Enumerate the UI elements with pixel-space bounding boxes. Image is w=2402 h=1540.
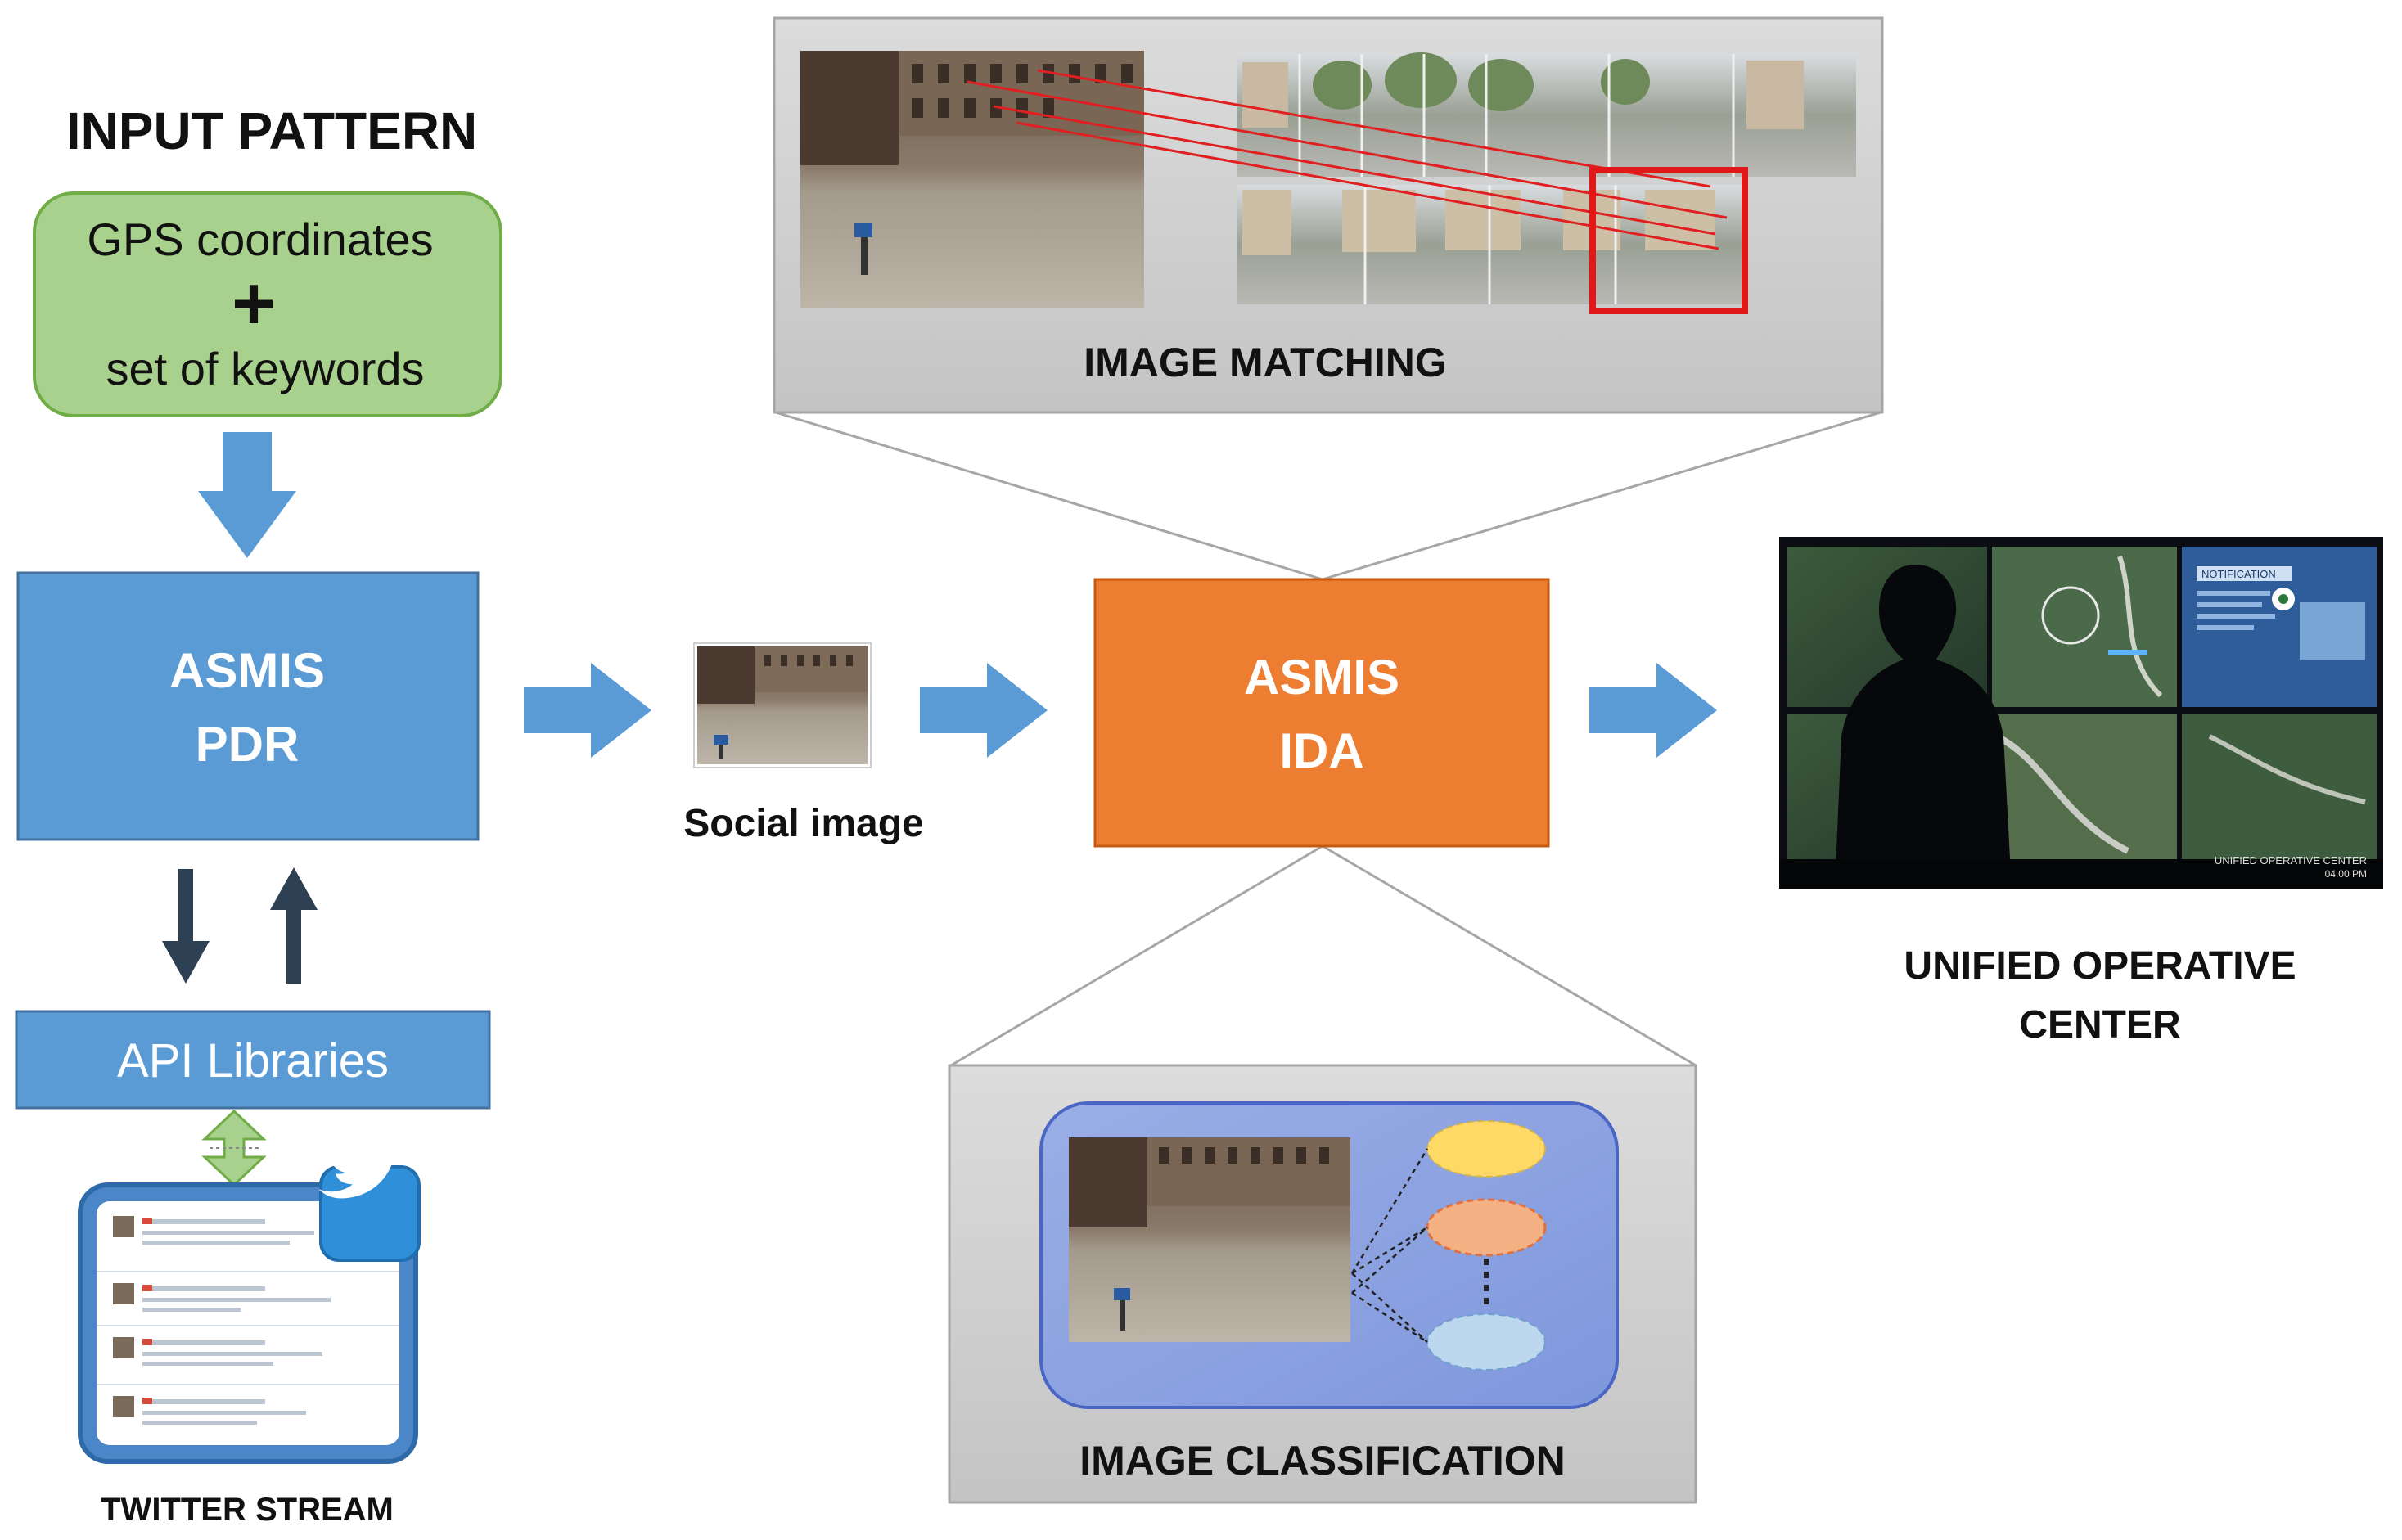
matched-region-highlight (1589, 167, 1748, 314)
image-classification-label: IMAGE CLASSIFICATION (1079, 1438, 1566, 1484)
input-pattern-box (33, 191, 502, 417)
pdr-box (16, 571, 480, 841)
arrow-pdr-to-social (524, 663, 651, 758)
callout-line-classification-left (950, 844, 1323, 1067)
operative-center-photo: NOTIFICATION UNIFIED OPERATIVE CENTER 04… (1779, 537, 2383, 889)
arrow-ida-to-uoc (1589, 663, 1717, 758)
class-node-n (1426, 1313, 1546, 1371)
pdr-title: ASMIS (169, 643, 325, 698)
uoc-screen-time: 04.00 PM (2325, 868, 2367, 880)
social-image-thumbnail (693, 642, 872, 768)
input-pattern-title: INPUT PATTERN (66, 101, 478, 160)
uoc-label-line2: CENTER (2019, 1003, 2180, 1047)
callout-line-matching-left (775, 411, 1323, 581)
image-classification-panel (948, 1064, 1697, 1504)
ida-title: ASMIS (1244, 650, 1399, 705)
callout-line-matching-right (1322, 411, 1881, 581)
image-matching-label: IMAGE MATCHING (1084, 340, 1446, 385)
input-gps-label: GPS coordinates (87, 214, 433, 265)
arrow-api-to-pdr (270, 867, 318, 984)
twitter-stream-widget (78, 1128, 421, 1464)
arrow-input-to-pdr (198, 432, 296, 558)
social-image-label: Social image (683, 802, 923, 845)
class-node-2 (1426, 1198, 1547, 1257)
callout-line-classification-right (1322, 844, 1697, 1067)
ida-subtitle: IDA (1279, 723, 1363, 778)
class-node-1 (1426, 1120, 1546, 1178)
api-libraries-label: API Libraries (117, 1034, 389, 1087)
arrow-api-twitter (201, 1109, 267, 1187)
uoc-screen-caption: UNIFIED OPERATIVE CENTER (2215, 854, 2367, 867)
image-matching-panel (773, 16, 1884, 414)
pdr-subtitle: PDR (196, 717, 300, 772)
twitter-stream-label: TWITTER STREAM (101, 1492, 394, 1528)
arrow-pdr-to-api (162, 869, 210, 984)
input-keywords-label: set of keywords (106, 343, 424, 394)
input-plus-sign: + (232, 262, 276, 345)
api-libraries-box (15, 1010, 491, 1110)
ida-box (1093, 578, 1550, 848)
person-silhouette (1835, 565, 2012, 889)
uoc-screen-notification: NOTIFICATION (2201, 568, 2276, 580)
arrow-social-to-ida (920, 663, 1048, 758)
uoc-label-line1: UNIFIED OPERATIVE (1904, 944, 2296, 988)
